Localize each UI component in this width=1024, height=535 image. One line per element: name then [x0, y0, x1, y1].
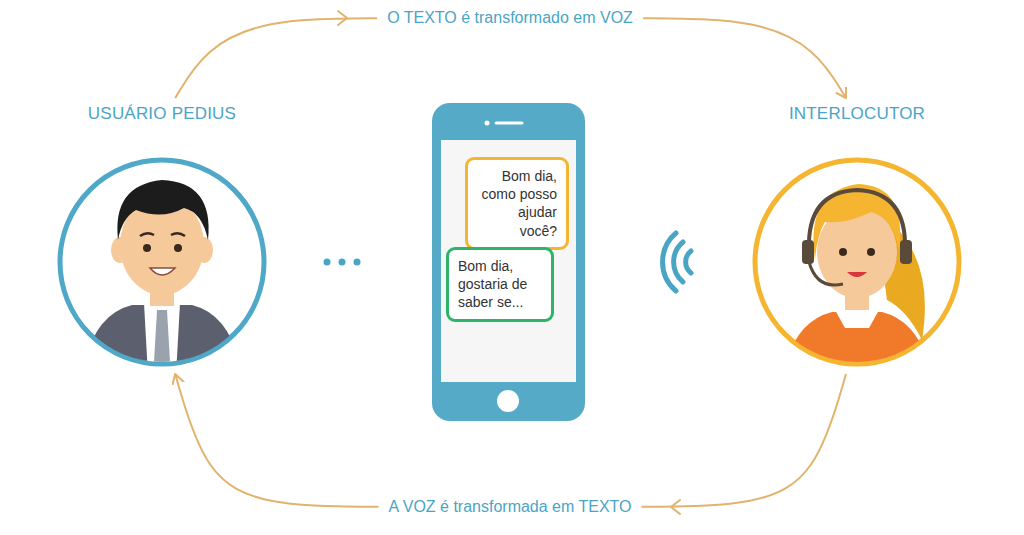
- flow-chevrons: [338, 11, 680, 514]
- phone-body: [432, 103, 585, 421]
- flow-arrow: [175, 374, 846, 507]
- woman-illustration: [747, 100, 967, 372]
- phone-home-button: [497, 390, 519, 412]
- man-illustration: [52, 100, 272, 372]
- phone-camera: [485, 121, 490, 126]
- role-label: USUÁRIO PEDIUS: [52, 100, 272, 124]
- chat-bubble: Bom dia, como posso ajudar você?: [465, 157, 569, 250]
- portrait-circle: USUÁRIO PEDIUS: [52, 100, 272, 372]
- message-text: Bom dia, gostaria de saber se...: [458, 257, 542, 312]
- portrait-circle: INTERLOCUTOR: [747, 100, 967, 372]
- role-label: INTERLOCUTOR: [747, 100, 967, 124]
- voice-waves: [663, 233, 691, 291]
- phone-speaker: [496, 122, 522, 125]
- flow-arrow: [175, 18, 846, 98]
- flow-label: A VOZ é transformada em TEXTO: [378, 498, 641, 516]
- message-text: Bom dia, como posso ajudar você?: [477, 167, 557, 240]
- chat-bubble: Bom dia, gostaria de saber se...: [446, 247, 554, 322]
- typing-dots: [324, 259, 361, 266]
- phone-screen: [441, 140, 576, 382]
- flow-label: O TEXTO é transformado em VOZ: [377, 9, 643, 27]
